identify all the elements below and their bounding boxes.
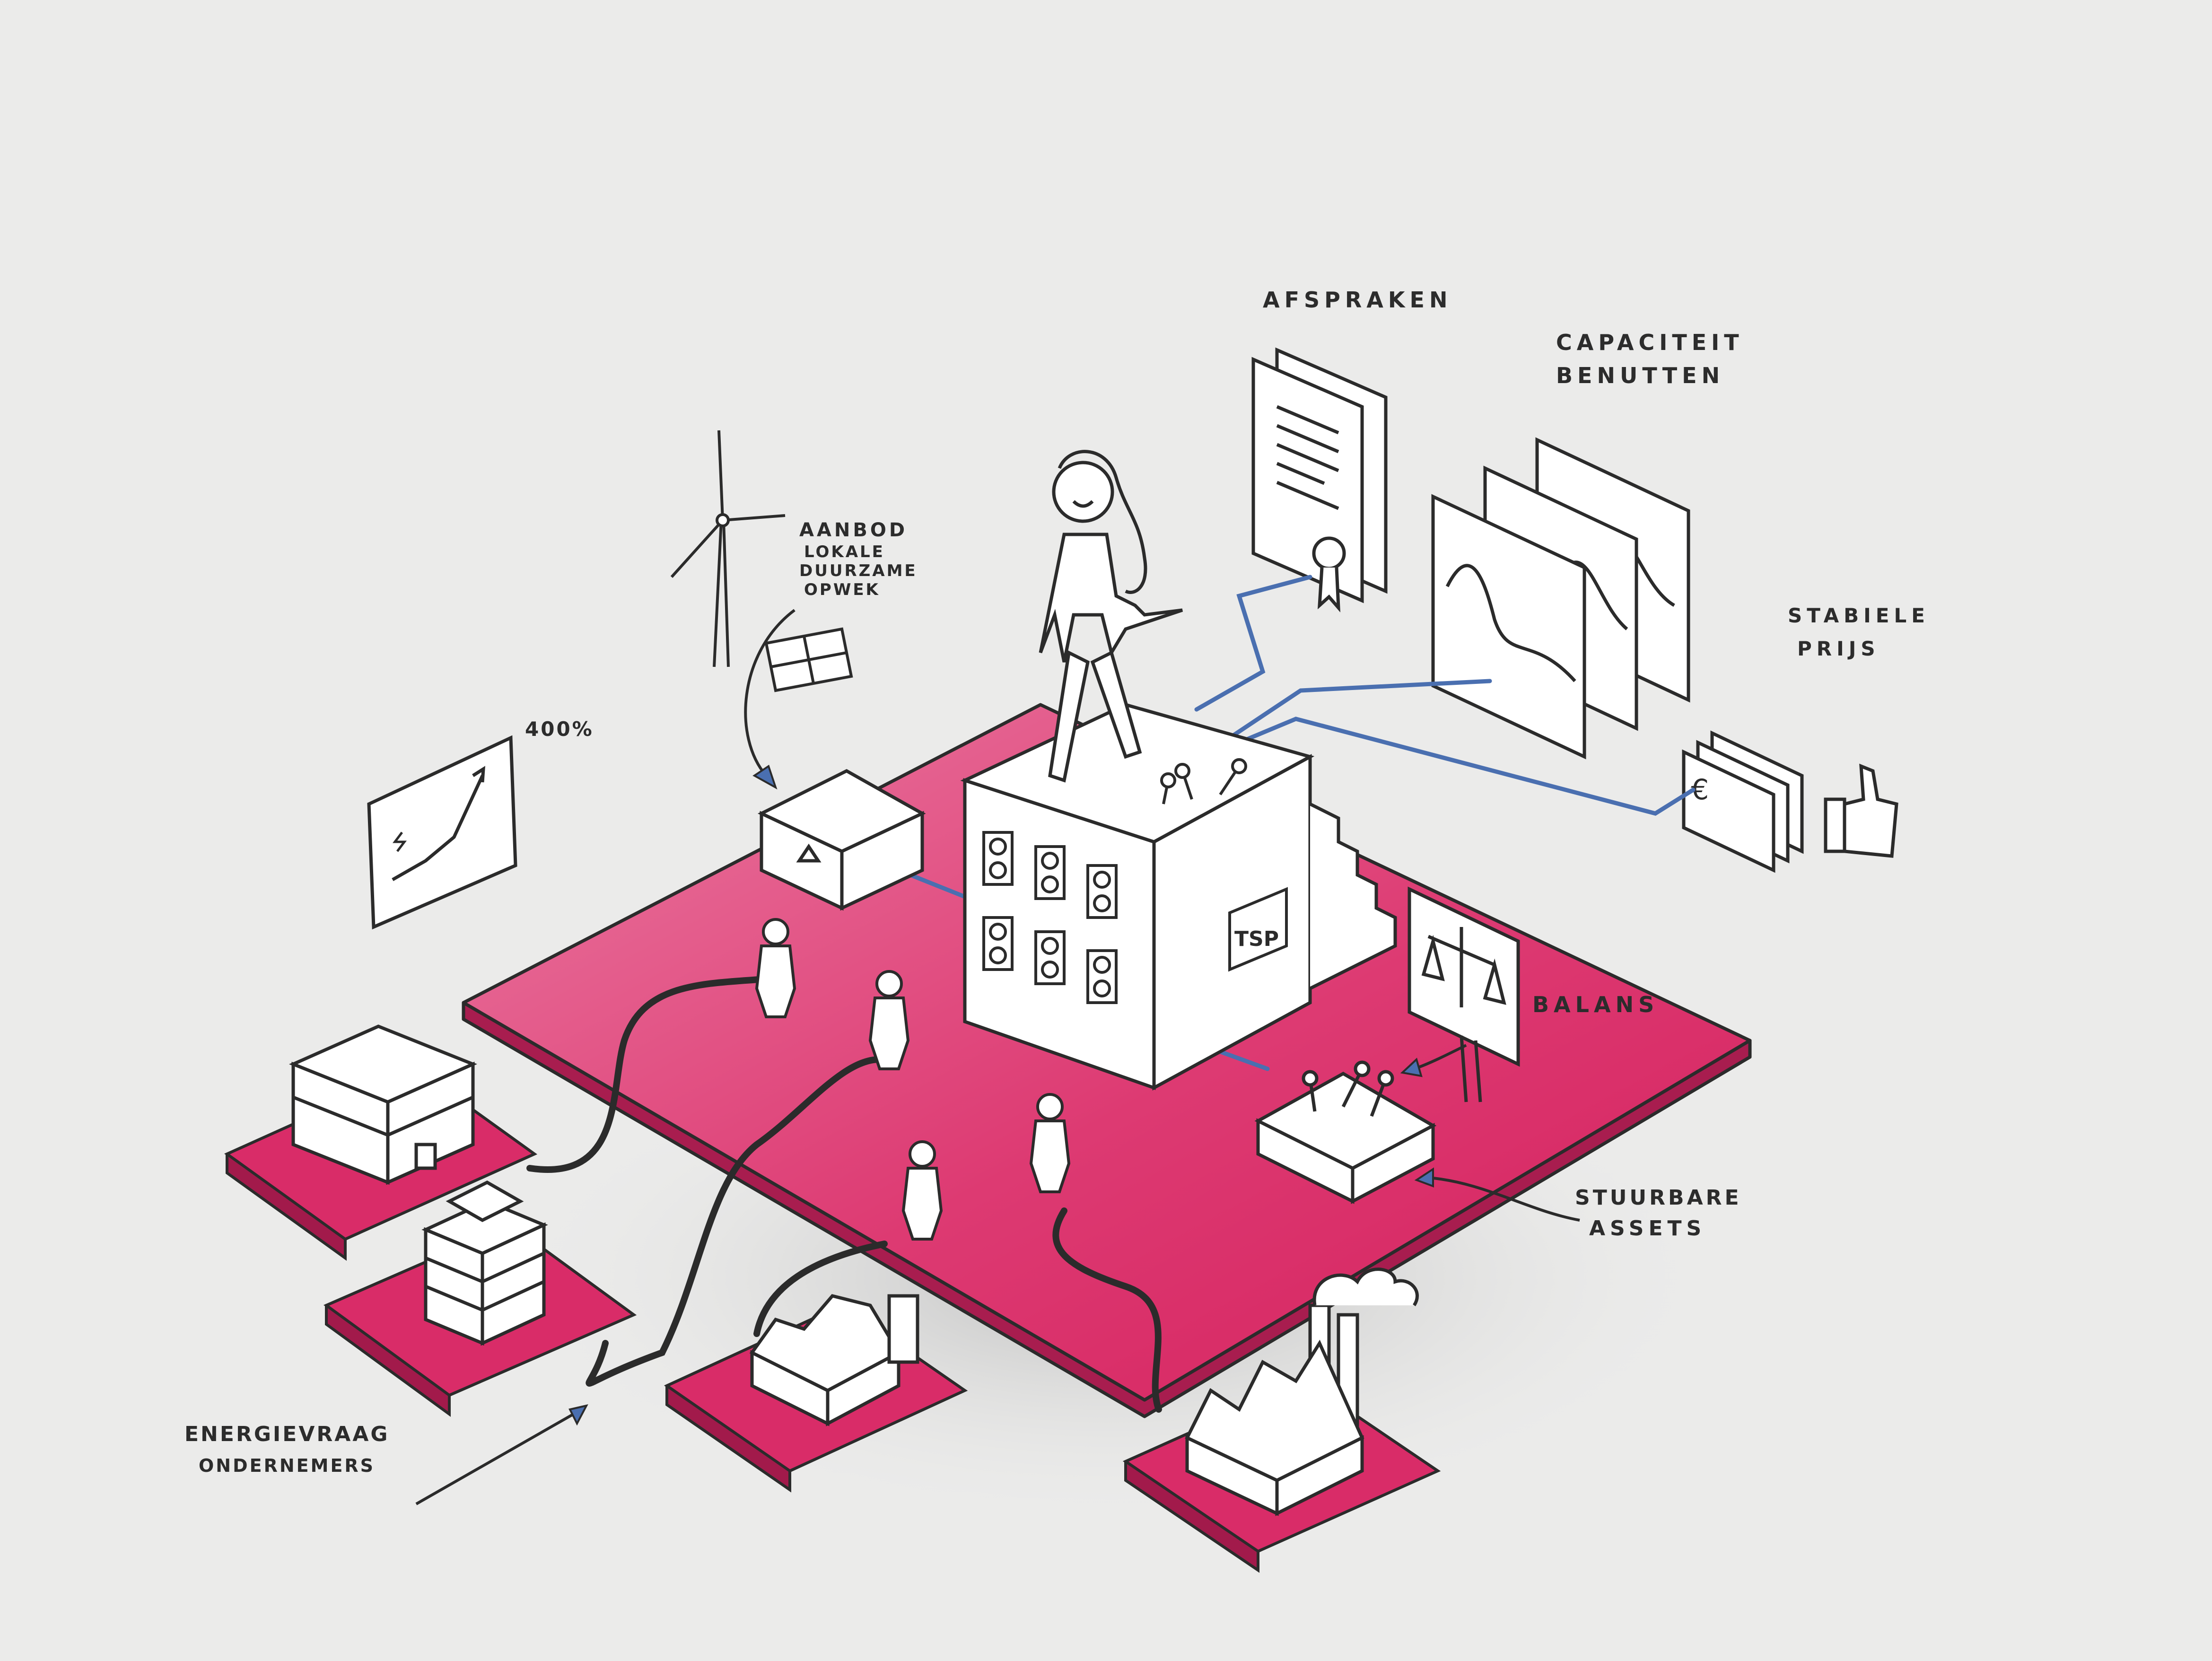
tower-icon <box>421 1180 548 1346</box>
label-opwek: opwek <box>804 580 880 599</box>
storage-box <box>757 769 926 911</box>
label-balans: Balans <box>1532 992 1659 1017</box>
workshop-icon <box>749 1294 919 1426</box>
tsp-sign: TSP <box>1228 887 1288 972</box>
contract-icon <box>1251 347 1388 612</box>
factory-icon <box>1185 1268 1419 1516</box>
person-icon <box>1029 1093 1071 1193</box>
label-assets: Assets <box>1589 1216 1706 1241</box>
tsp-label: TSP <box>1234 927 1279 951</box>
label-capaciteit: Capaciteit <box>1556 330 1744 355</box>
person-icon <box>901 1140 943 1241</box>
label-benutten: Benutten <box>1556 363 1725 388</box>
office-icon <box>289 1024 477 1185</box>
controllable-asset-box <box>1254 1060 1437 1204</box>
capacity-chart-icon <box>1431 437 1690 760</box>
label-duurzame: duurzame <box>799 561 918 580</box>
label-lokale: lokale <box>804 542 885 561</box>
label-aanbod: Aanbod <box>799 519 908 541</box>
label-energievraag: Energievraag <box>184 1422 390 1446</box>
label-prijs: Prijs <box>1797 637 1880 660</box>
label-stabiele: Stabiele <box>1788 604 1930 627</box>
thumbs-up-icon <box>1824 763 1898 858</box>
person-icon <box>868 970 910 1070</box>
solar-panel-icon <box>764 627 853 692</box>
socket-icon-grid <box>982 831 1118 1004</box>
label-400-percent: 400% <box>525 717 594 741</box>
label-afspraken: Afspraken <box>1263 287 1452 313</box>
person-icon-group <box>755 918 1071 1241</box>
switch-icon-top <box>1160 758 1247 804</box>
wind-turbine-icon <box>670 430 786 667</box>
arrows <box>415 609 1580 1505</box>
label-ondernemers: ondernemers <box>199 1455 376 1476</box>
money-icon: € <box>1682 730 1804 873</box>
arrow-heads <box>568 764 1434 1426</box>
scale-icon <box>1408 886 1520 1102</box>
label-stuurbare: Stuurbare <box>1575 1186 1742 1210</box>
woman-figure <box>1039 450 1183 783</box>
person-icon <box>755 918 796 1018</box>
growth-chart-icon <box>367 735 517 930</box>
cables <box>526 976 1162 1413</box>
